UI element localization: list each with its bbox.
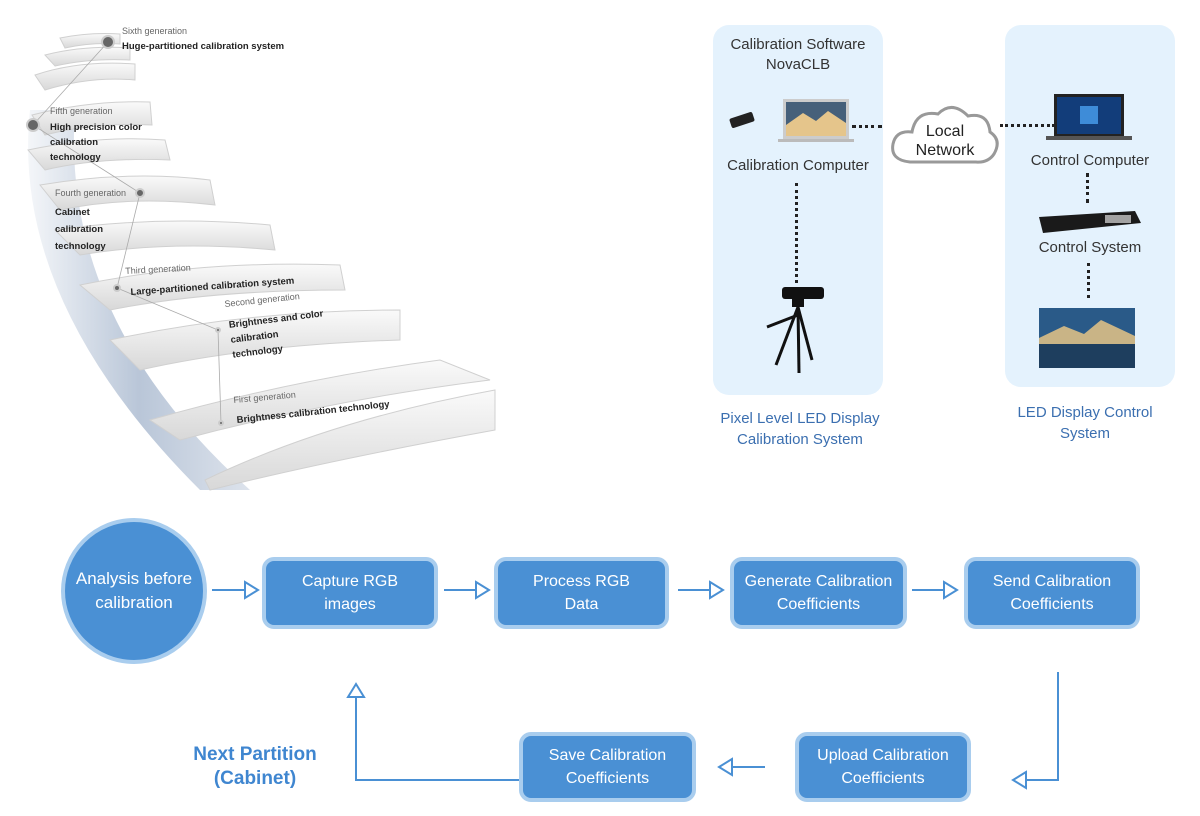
generation-marker	[113, 284, 121, 292]
cloud-icon	[891, 106, 999, 164]
software-name-line: NovaCLB	[765, 56, 831, 73]
cloud-label-line: Local	[925, 123, 965, 140]
software-label: Calibration Software NovaCLB	[713, 35, 883, 75]
led-display-icon	[1039, 308, 1135, 368]
cloud-label-line: Network	[915, 142, 975, 159]
generation-label: Fourth generation	[55, 188, 127, 198]
arrow-head	[346, 682, 366, 698]
loop-label: Next Partition (Cabinet)	[175, 743, 335, 791]
software-name-line: Calibration Software	[730, 36, 866, 53]
flow-step-process: Process RGB Data	[494, 557, 669, 629]
generation-marker	[101, 35, 115, 49]
calibration-computer-label: Calibration Computer	[727, 157, 869, 174]
cloud-label: Local Network	[890, 122, 1000, 160]
start-node: Analysis before calibration	[61, 518, 207, 664]
control-system-device-icon	[1039, 211, 1141, 233]
connection-line	[795, 183, 798, 283]
arrow-head	[709, 580, 725, 600]
generation-title: Huge-partitioned calibration system	[122, 41, 285, 52]
generation-label: Fifth generation	[50, 106, 113, 116]
connection-line	[852, 125, 882, 128]
connection-line	[1086, 173, 1089, 203]
control-computer-icon	[1046, 94, 1132, 140]
arrow-head	[244, 580, 260, 600]
calibration-computer-icon	[729, 99, 854, 142]
caption-line: Calibration System	[737, 431, 863, 448]
flow-step-generate: Generate Calibration Coefficients	[730, 557, 907, 629]
flow-step-capture: Capture RGB images	[262, 557, 438, 629]
calibration-system-caption: Pixel Level LED Display Calibration Syst…	[700, 408, 900, 450]
camera-tripod-icon	[766, 287, 824, 374]
flow-step-upload: Upload Calibration Coefficients	[795, 732, 971, 802]
arrow-head	[475, 580, 491, 600]
control-system-label: Control System	[1038, 239, 1142, 256]
flow-arrows	[212, 580, 1059, 790]
arrow	[355, 697, 520, 781]
generation-title: Cabinet calibration technology	[55, 207, 106, 252]
generation-marker	[218, 420, 224, 426]
caption-line: LED Display Control	[1017, 404, 1153, 421]
staircase-illustration	[26, 33, 496, 491]
control-computer-label: Control Computer	[1030, 152, 1150, 169]
loop-label-line: (Cabinet)	[213, 768, 297, 789]
generation-title: High precision color calibration technol…	[50, 122, 142, 163]
arrow-head	[1011, 770, 1027, 790]
connection-line	[1000, 124, 1055, 127]
generation-marker	[26, 118, 40, 132]
flow-step-save: Save Calibration Coefficients	[519, 732, 696, 802]
arrow	[1026, 672, 1059, 781]
generation-marker	[135, 188, 145, 198]
control-system-caption: LED Display Control System	[985, 402, 1185, 444]
caption-line: System	[1059, 425, 1110, 442]
arrow-head	[943, 580, 959, 600]
generation-label: Sixth generation	[122, 26, 188, 36]
loop-label-line: Next Partition	[193, 744, 317, 765]
arrow-head	[717, 757, 733, 777]
generation-marker	[215, 327, 221, 333]
flow-step-send: Send Calibration Coefficients	[964, 557, 1140, 629]
connection-line	[1087, 263, 1090, 298]
caption-line: Pixel Level LED Display	[720, 410, 880, 427]
